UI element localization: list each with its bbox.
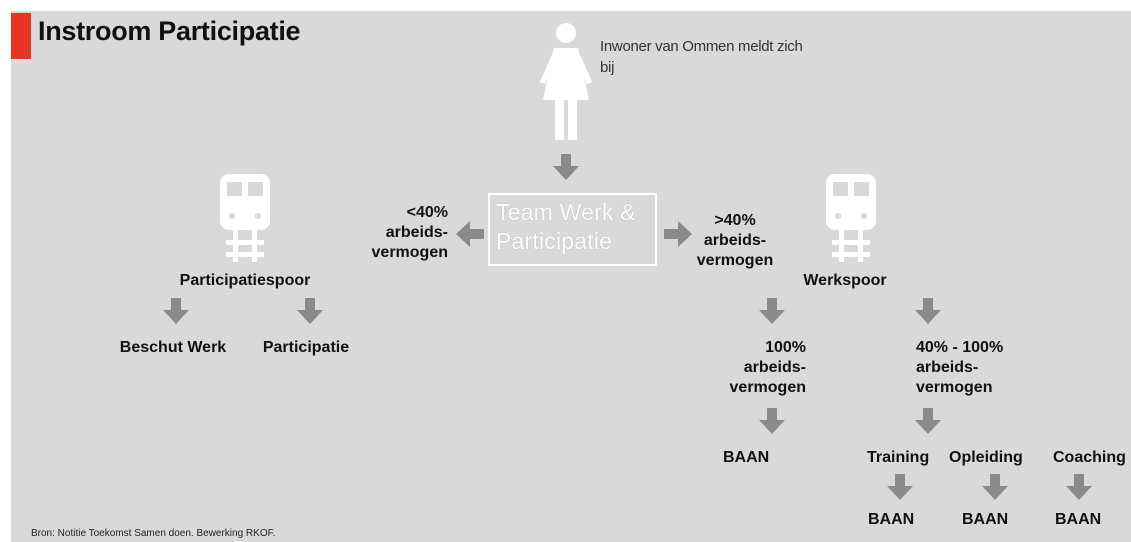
right-condition-label: >40% arbeids- vermogen bbox=[690, 211, 780, 271]
team-werk-participatie-box: Team Werk & Participatie bbox=[488, 193, 657, 266]
partial-capacity-label: 40% - 100% arbeids- vermogen bbox=[916, 338, 1003, 398]
arrow-down-opleiding-baan bbox=[982, 474, 1008, 500]
partial-capacity-line-1: 40% - 100% bbox=[916, 339, 1004, 356]
arrow-down-participatie bbox=[297, 298, 323, 324]
outcome-beschut-werk: Beschut Werk bbox=[119, 339, 227, 356]
werkspoor-label: Werkspoor bbox=[803, 272, 887, 289]
full-capacity-line-2: arbeids- bbox=[743, 359, 806, 376]
left-condition-line-1: <40% bbox=[406, 204, 448, 221]
arrow-down-training-baan bbox=[887, 474, 913, 500]
arrow-right-to-werk bbox=[664, 221, 692, 247]
full-capacity-result: BAAN bbox=[723, 449, 770, 466]
partial-capacity-line-2: arbeids- bbox=[916, 359, 979, 376]
right-condition-line-1: >40% bbox=[714, 212, 756, 229]
arrow-left-to-participatie bbox=[456, 221, 484, 247]
arrow-down-100-percent bbox=[759, 298, 785, 324]
team-box-line-1: Team Werk & bbox=[496, 199, 636, 225]
training-result: BAAN bbox=[868, 511, 915, 528]
title-accent-bar bbox=[11, 13, 31, 59]
full-capacity-label: 100% arbeids- vermogen bbox=[700, 338, 806, 398]
left-condition-line-3: vermogen bbox=[371, 244, 448, 261]
outcome-participatie: Participatie bbox=[262, 339, 350, 356]
arrow-down-full-baan bbox=[759, 408, 785, 434]
arrow-down-40-100-percent bbox=[915, 298, 941, 324]
left-condition-line-2: arbeids- bbox=[385, 224, 448, 241]
person-icon bbox=[540, 23, 592, 140]
full-capacity-line-3: vermogen bbox=[729, 379, 806, 396]
train-icon bbox=[826, 174, 876, 262]
route-coaching: Coaching bbox=[1053, 449, 1126, 466]
full-capacity-line-1: 100% bbox=[765, 339, 806, 356]
right-condition-line-3: vermogen bbox=[696, 252, 774, 269]
left-condition-label: <40% arbeids- vermogen bbox=[360, 203, 448, 263]
route-training: Training bbox=[867, 449, 930, 466]
arrow-down-beschut-werk bbox=[163, 298, 189, 324]
arrow-down-partial-routes bbox=[915, 408, 941, 434]
participatiespoor-label: Participatiespoor bbox=[179, 272, 311, 289]
route-opleiding: Opleiding bbox=[949, 449, 1023, 466]
coaching-result: BAAN bbox=[1055, 511, 1102, 528]
team-box-line-2: Participatie bbox=[496, 228, 613, 254]
opleiding-result: BAAN bbox=[962, 511, 1009, 528]
arrow-down-coaching-baan bbox=[1066, 474, 1092, 500]
intro-text: Inwoner van Ommen meldt zich bij bbox=[600, 38, 803, 76]
source-note: Bron: Notitie Toekomst Samen doen. Bewer… bbox=[31, 528, 276, 539]
partial-capacity-line-3: vermogen bbox=[916, 379, 993, 396]
right-condition-line-2: arbeids- bbox=[703, 232, 767, 249]
page-title: Instroom Participatie bbox=[38, 16, 301, 46]
train-icon bbox=[220, 174, 270, 262]
arrow-down-to-team bbox=[553, 154, 579, 180]
